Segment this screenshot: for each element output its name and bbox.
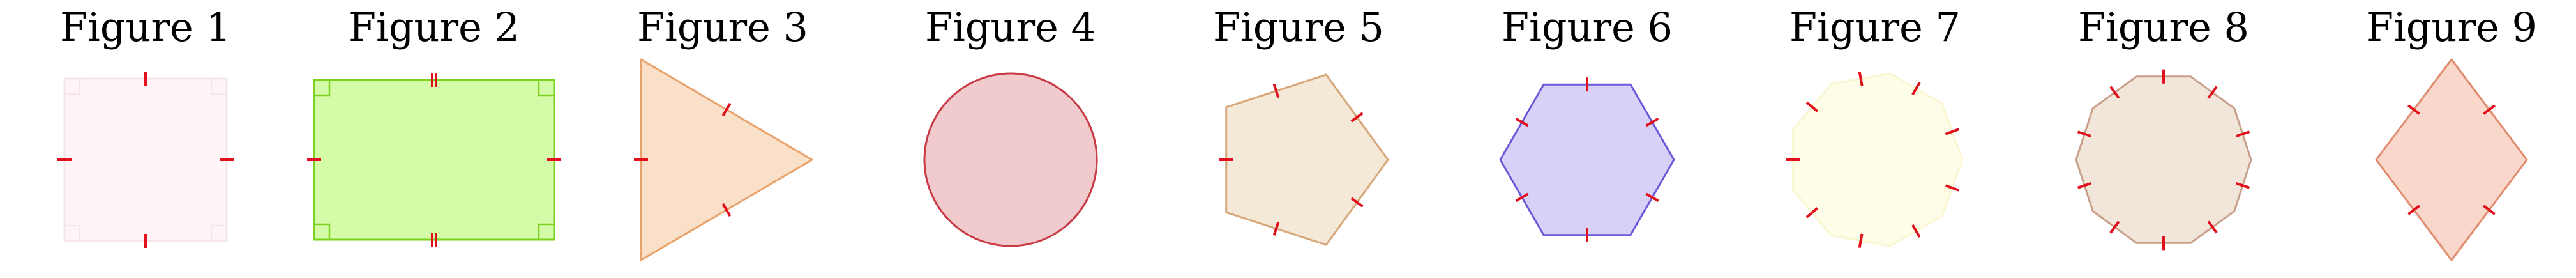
figure-3: Figure 3	[634, 4, 813, 261]
tick-mark	[2109, 86, 2120, 99]
tick-mark	[1858, 72, 1864, 86]
right-angle-mark	[538, 223, 554, 240]
tick-mark	[2207, 220, 2218, 234]
rectangle-shape	[313, 79, 555, 241]
tick-mark	[2109, 220, 2120, 234]
right-angle-mark	[210, 79, 227, 95]
tick-mark	[2207, 86, 2218, 99]
right-angle-mark	[314, 223, 331, 240]
tick-mark	[1805, 101, 1819, 112]
tick-mark	[1858, 233, 1864, 248]
right-angle-mark	[210, 224, 227, 241]
figure-2-shape	[307, 73, 561, 247]
tick-mark	[1515, 192, 1529, 203]
tick-mark	[2407, 104, 2421, 115]
tick-mark	[1945, 184, 1959, 192]
tick-mark	[1645, 192, 1659, 203]
figure-6-title: Figure 6	[1502, 4, 1673, 50]
figure-4: Figure 4	[923, 4, 1098, 247]
tick-mark	[2235, 130, 2250, 138]
figure-6-shape	[1499, 77, 1675, 242]
tick-mark	[2482, 205, 2496, 215]
right-angle-mark	[314, 80, 331, 97]
tick-mark	[721, 203, 732, 217]
triangle-shape	[640, 58, 813, 261]
tick-mark	[2407, 205, 2421, 215]
figure-7: Figure 7	[1786, 4, 1964, 248]
figure-7-title: Figure 7	[1789, 4, 1961, 50]
tick-mark	[1911, 81, 1921, 96]
tick-mark	[1911, 224, 1921, 238]
figure-4-title: Figure 4	[925, 4, 1096, 50]
figure-3-title: Figure 3	[637, 4, 808, 50]
figure-9-shape	[2375, 58, 2528, 261]
figure-6: Figure 6	[1499, 4, 1675, 242]
figure-8-title: Figure 8	[2078, 4, 2249, 50]
tick-mark	[1272, 84, 1280, 98]
figure-4-shape	[923, 72, 1098, 247]
figure-2: Figure 2	[307, 4, 561, 247]
figure-3-shape	[634, 58, 813, 261]
tick-mark	[1945, 128, 1959, 135]
right-angle-mark	[64, 224, 81, 241]
figure-1-title: Figure 1	[60, 4, 231, 50]
figure-5: Figure 5	[1213, 4, 1389, 246]
tick-mark	[1805, 207, 1819, 219]
figure-1: Figure 1	[57, 4, 234, 248]
tick-mark	[2235, 181, 2250, 189]
square-shape	[63, 77, 228, 242]
right-angle-mark	[538, 80, 554, 97]
tick-mark	[1272, 221, 1280, 236]
figure-7-shape	[1786, 72, 1964, 248]
figure-9: Figure 9	[2366, 4, 2537, 261]
figure-5-title: Figure 5	[1213, 4, 1384, 50]
pentagon-shape	[1225, 73, 1389, 246]
rhombus-shape	[2375, 58, 2528, 261]
figure-9-title: Figure 9	[2366, 4, 2537, 50]
tick-mark	[1515, 117, 1529, 127]
tick-mark	[2077, 130, 2092, 138]
tick-mark	[2077, 181, 2092, 189]
tick-mark	[2482, 104, 2496, 115]
right-angle-mark	[64, 79, 81, 95]
nonagon-shape	[1791, 72, 1964, 247]
figure-8-shape	[2075, 69, 2252, 251]
decagon-shape	[2075, 75, 2252, 244]
figure-1-shape	[57, 72, 234, 248]
tick-mark	[1350, 197, 1364, 208]
figure-2-title: Figure 2	[349, 4, 520, 50]
tick-mark	[1350, 112, 1364, 123]
hexagon-shape	[1499, 83, 1675, 236]
tick-mark	[1645, 117, 1659, 127]
figure-8: Figure 8	[2075, 4, 2252, 251]
figure-5-shape	[1219, 73, 1389, 246]
circle-shape	[923, 72, 1098, 247]
tick-mark	[721, 102, 732, 117]
